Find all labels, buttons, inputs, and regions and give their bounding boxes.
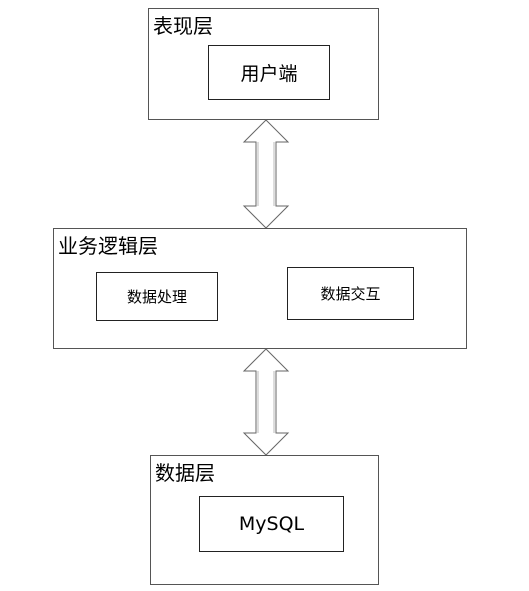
double-arrow-bottom-shape	[242, 348, 290, 456]
presentation-layer: 表现层 用户端	[148, 8, 379, 120]
business-logic-layer-title: 业务逻辑层	[58, 234, 158, 258]
data-layer: 数据层 MySQL	[150, 455, 379, 585]
data-interaction-box: 数据交互	[287, 267, 414, 320]
business-logic-layer: 业务逻辑层 数据处理 数据交互	[53, 228, 467, 349]
data-processing-box: 数据处理	[96, 272, 218, 321]
presentation-layer-title: 表现层	[153, 14, 213, 38]
double-arrow-top-shape	[242, 119, 290, 229]
double-arrow-top	[242, 119, 290, 229]
data-layer-title: 数据层	[155, 461, 215, 485]
double-arrow-bottom	[242, 348, 290, 456]
database-box: MySQL	[199, 496, 344, 552]
client-box: 用户端	[208, 45, 330, 100]
